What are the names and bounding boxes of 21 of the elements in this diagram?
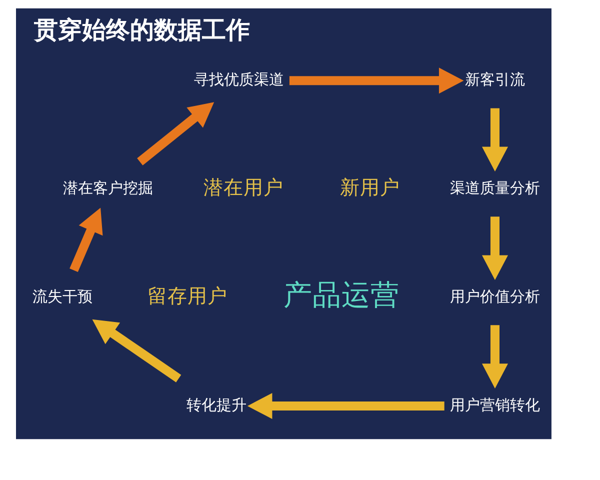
node-text: 潜在客户挖掘 <box>62 178 153 197</box>
node-text: 新客引流 <box>464 70 525 88</box>
label: 新用户 <box>340 176 400 200</box>
arrow <box>289 68 464 94</box>
node-text: 流失干预 <box>32 287 93 306</box>
node-text: 用户价值分析 <box>450 287 540 306</box>
arrow <box>482 325 508 388</box>
diagram-title: 贯穿始终的数据工作 <box>34 16 250 44</box>
label: 潜在用户 <box>203 176 284 200</box>
node-text: 寻找优质渠道 <box>194 70 284 88</box>
arrow <box>70 208 103 272</box>
node-text: 渠道质量分析 <box>450 178 540 197</box>
arrow <box>92 319 182 382</box>
arrow <box>247 392 444 419</box>
arrow <box>137 102 214 166</box>
label: 产品运营 <box>283 278 400 312</box>
node-text: 用户营销转化 <box>450 396 540 414</box>
label: 留存用户 <box>148 284 228 308</box>
arrow <box>482 216 508 280</box>
node-text: 转化提升 <box>186 396 246 414</box>
arrow <box>482 108 508 172</box>
